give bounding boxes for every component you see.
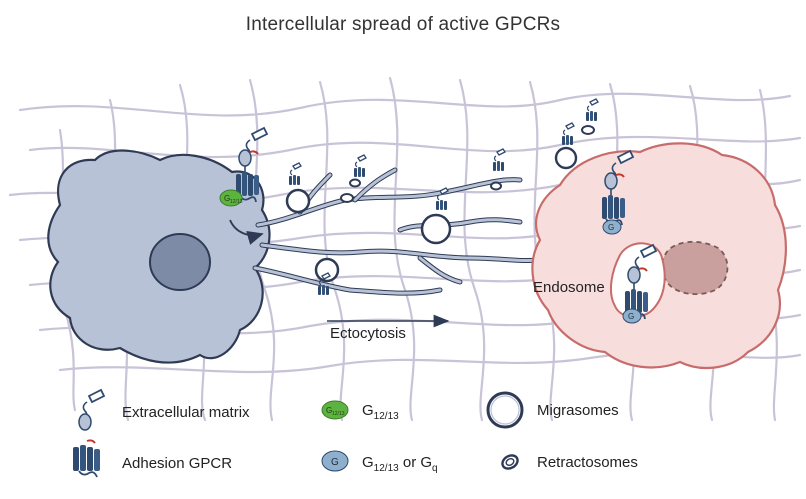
svg-text:12/13: 12/13 bbox=[332, 411, 345, 417]
legend-gpcr-icon bbox=[73, 439, 100, 478]
legend-g1213-label: G12/13 bbox=[362, 402, 399, 422]
legend-migrasome-inner bbox=[490, 395, 520, 425]
vesicle-receptor bbox=[492, 148, 506, 172]
retractosome bbox=[349, 178, 361, 188]
migrasome bbox=[285, 188, 311, 214]
retractosome bbox=[581, 125, 595, 135]
vesicle-receptor bbox=[288, 162, 302, 186]
legend-gpcr-label: Adhesion GPCR bbox=[122, 455, 232, 472]
svg-text:G: G bbox=[331, 457, 339, 468]
endosome-label: Endosome bbox=[533, 279, 605, 296]
legend-g1213-icon: G 12/13 bbox=[321, 400, 349, 420]
donor-nucleus bbox=[149, 233, 211, 291]
g-protein-badge: G bbox=[602, 219, 622, 235]
legend-migrasome-icon bbox=[486, 391, 524, 429]
g1213-badge: G 12/13 bbox=[219, 189, 243, 207]
legend-ecm-icon bbox=[78, 388, 106, 431]
legend-retractosome-icon bbox=[501, 454, 519, 470]
internalization-arrow bbox=[229, 219, 264, 245]
svg-text:G: G bbox=[628, 312, 634, 321]
ectocytosis-label: Ectocytosis bbox=[330, 325, 406, 342]
figure-title: Intercellular spread of active GPCRs bbox=[245, 14, 561, 35]
migrasome bbox=[554, 146, 578, 170]
svg-text:G: G bbox=[224, 194, 230, 203]
g-protein-badge: G bbox=[622, 308, 642, 324]
svg-text:12/13: 12/13 bbox=[230, 199, 243, 205]
legend-g-icon: G bbox=[321, 450, 349, 472]
migrasome bbox=[420, 213, 452, 245]
legend: Extracellular matrix Adhesion GPCR G 12/… bbox=[73, 388, 638, 478]
vesicle-receptor bbox=[561, 122, 575, 146]
recipient-nucleus bbox=[660, 240, 729, 296]
legend-retractosome-label: Retractosomes bbox=[537, 454, 638, 471]
retractosome bbox=[490, 181, 502, 191]
legend-ecm-label: Extracellular matrix bbox=[122, 404, 250, 421]
migrasome bbox=[314, 257, 340, 283]
vesicle-receptor bbox=[585, 98, 599, 122]
vesicle-receptor bbox=[353, 154, 367, 178]
svg-text:G: G bbox=[326, 406, 332, 415]
retractosome bbox=[340, 193, 354, 203]
legend-g1213-gq-label: G12/13 or Gq bbox=[362, 454, 438, 474]
legend-migrasome-label: Migrasomes bbox=[537, 402, 619, 419]
svg-text:G: G bbox=[608, 223, 614, 232]
